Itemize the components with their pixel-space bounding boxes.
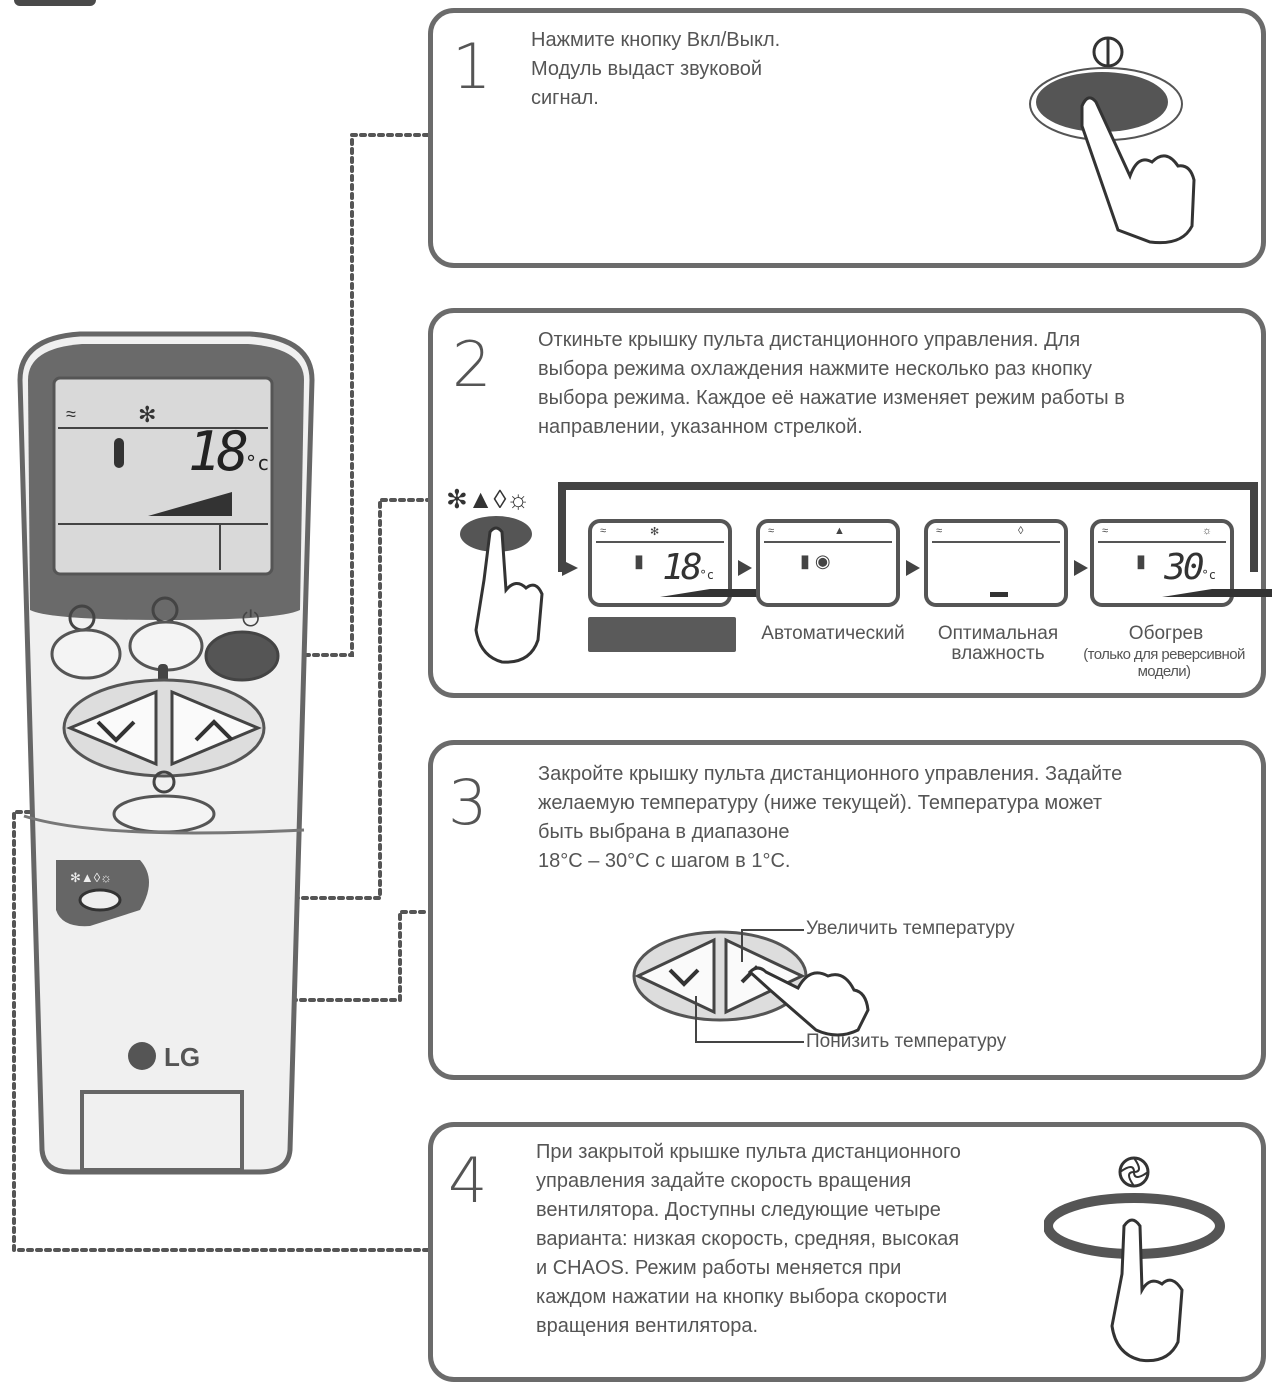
step-1-number: 1 bbox=[452, 30, 492, 103]
step-2-number: 2 bbox=[452, 328, 492, 401]
temp-buttons-illustration bbox=[632, 929, 870, 1043]
snowflake-icon: ✻ bbox=[138, 402, 156, 427]
mode-heat-label: Обогрев bbox=[1128, 623, 1204, 644]
mode-dry-display: ≈ ◊ bbox=[924, 519, 1068, 607]
fan-speed-bars bbox=[148, 492, 232, 516]
mode-auto-display: ≈ ▲ ▮ ◉ bbox=[756, 519, 900, 607]
remote-fan-button bbox=[112, 794, 216, 834]
svg-text:⏻: ⏻ bbox=[242, 606, 259, 631]
remote-btn-mid bbox=[128, 620, 204, 672]
mode-cool-display: ≈ ✻ ▮ 18°c bbox=[588, 519, 770, 607]
step-2-box bbox=[428, 308, 1266, 698]
increase-temp-label: Увеличить температуру bbox=[806, 918, 1015, 939]
fan-button-hand-icon bbox=[1044, 1156, 1225, 1363]
wifi-icon: ≈ bbox=[66, 404, 76, 424]
thermometer-icon bbox=[114, 438, 124, 468]
step-4-text: При закрытой крышке пульта дистанционног… bbox=[536, 1141, 961, 1337]
step-4-number: 4 bbox=[448, 1144, 488, 1217]
mini-drop-icon: ◊ bbox=[1018, 525, 1024, 537]
mode-dry-label: Оптимальная влажность bbox=[937, 623, 1059, 664]
remote-display-temp: 18°c bbox=[188, 420, 270, 483]
remote-control: ≈ ✻ ⏻ ✻▲◊☼ LG bbox=[17, 331, 315, 1175]
step-2-text: Откиньте крышку пульта дистанционного уп… bbox=[538, 329, 1125, 438]
power-button-hand-icon bbox=[1029, 36, 1196, 245]
mode-button-hand-icon: ✻▲◊☼ bbox=[446, 484, 544, 664]
svg-text:✻▲◊☼: ✻▲◊☼ bbox=[70, 870, 112, 885]
arrow-1 bbox=[738, 560, 752, 576]
remote-btn-left bbox=[50, 628, 122, 680]
mini-snowflake-icon: ✻ bbox=[650, 526, 660, 538]
corner-tab bbox=[14, 0, 96, 6]
step-3-text: Закройте крышку пульта дистанционного уп… bbox=[538, 763, 1123, 872]
svg-text:✻▲◊☼: ✻▲◊☼ bbox=[446, 484, 530, 514]
mode-heat-note: (только для реверсивной модели) bbox=[1083, 646, 1245, 680]
step-3-number: 3 bbox=[448, 766, 488, 839]
step-1-text: Нажмите кнопку Вкл/Выкл. Модуль выдаст з… bbox=[531, 29, 781, 109]
decrease-temp-label: Понизить температуру bbox=[806, 1031, 1007, 1052]
mode-auto-label: Автоматический bbox=[761, 623, 905, 644]
mode-cool-label-bar bbox=[588, 617, 736, 652]
connector-step1 bbox=[270, 133, 430, 657]
mini-auto-icon: ▲ bbox=[834, 525, 845, 537]
mode-heat-display: ≈ ☼ ▮ 30°c bbox=[1090, 519, 1272, 607]
arrow-2 bbox=[906, 560, 920, 576]
lg-logo-icon bbox=[128, 1042, 156, 1070]
remote-brand: LG bbox=[164, 1042, 200, 1072]
mode-cycle-arrow bbox=[558, 482, 1258, 576]
remote-mode-button bbox=[78, 888, 122, 912]
arrow-3 bbox=[1074, 560, 1088, 576]
remote-power-button bbox=[204, 630, 280, 682]
mini-sun-icon: ☼ bbox=[1202, 525, 1213, 537]
